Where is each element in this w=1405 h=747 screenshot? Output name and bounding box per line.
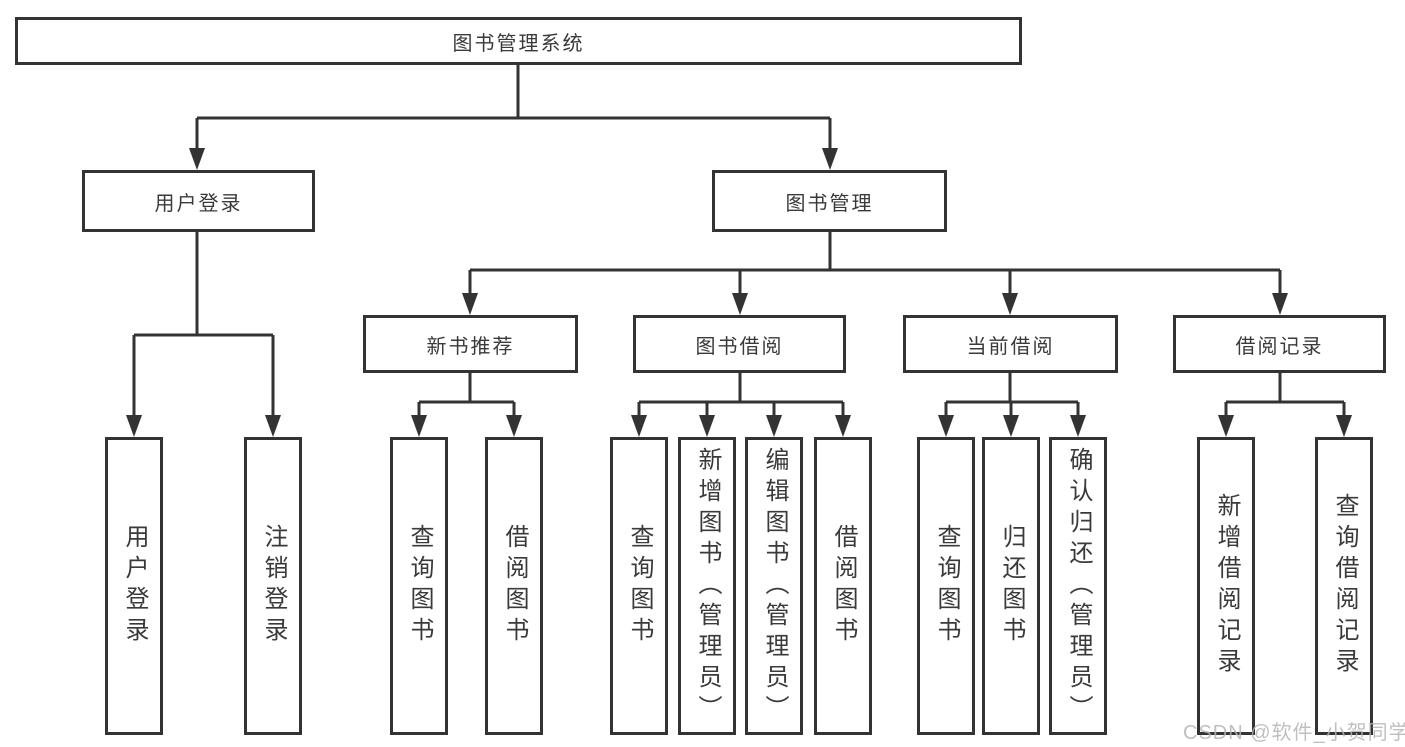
node-label: 用户登录 [154, 192, 243, 215]
node-current-borrowing: 当前借阅 [903, 315, 1118, 373]
node-library-management-system: 图书管理系统 [15, 17, 1022, 65]
node-label: 当前借阅 [966, 335, 1055, 358]
leaf-add-book-admin: 新增图书（管理员） [678, 437, 736, 735]
leaf-query-books-current: 查询图书 [917, 437, 975, 735]
leaf-label: 注销登录 [260, 524, 287, 648]
leaf-label: 归还图书 [998, 524, 1025, 648]
node-user-login: 用户登录 [82, 170, 315, 232]
leaf-label: 查询图书 [406, 524, 433, 648]
leaf-query-books-borrow: 查询图书 [610, 437, 668, 735]
leaf-query-borrow-record: 查询借阅记录 [1315, 437, 1373, 735]
leaf-label: 查询图书 [626, 524, 653, 648]
leaf-user-login: 用户登录 [105, 437, 163, 735]
leaf-label: 编辑图书（管理员） [761, 446, 788, 726]
leaf-borrow-books-newbook: 借阅图书 [485, 437, 543, 735]
node-label: 借阅记录 [1235, 335, 1324, 358]
leaf-label: 确认归还（管理员） [1065, 446, 1092, 726]
node-label: 图书借阅 [695, 335, 784, 358]
node-borrow-records: 借阅记录 [1173, 315, 1386, 373]
leaf-label: 新增借阅记录 [1213, 493, 1240, 679]
leaf-label: 新增图书（管理员） [694, 446, 721, 726]
leaf-return-books: 归还图书 [982, 437, 1040, 735]
node-book-borrowing: 图书借阅 [633, 315, 846, 373]
leaf-logout: 注销登录 [244, 437, 302, 735]
node-label: 新书推荐 [426, 335, 515, 358]
leaf-label: 查询图书 [933, 524, 960, 648]
csdn-watermark: CSDN @软件_小贺同学 [1183, 722, 1405, 744]
node-new-book-recommend: 新书推荐 [363, 315, 578, 373]
leaf-confirm-return-admin: 确认归还（管理员） [1049, 437, 1107, 735]
leaf-query-books-newbook: 查询图书 [390, 437, 448, 735]
leaf-label: 用户登录 [121, 524, 148, 648]
leaf-label: 借阅图书 [501, 524, 528, 648]
node-label: 图书管理系统 [452, 32, 585, 55]
leaf-add-borrow-record: 新增借阅记录 [1197, 437, 1255, 735]
leaf-label: 借阅图书 [830, 524, 857, 648]
leaf-label: 查询借阅记录 [1331, 493, 1358, 679]
leaf-edit-book-admin: 编辑图书（管理员） [745, 437, 803, 735]
leaf-borrow-books: 借阅图书 [814, 437, 872, 735]
node-book-management: 图书管理 [712, 170, 947, 232]
node-label: 图书管理 [785, 192, 874, 215]
